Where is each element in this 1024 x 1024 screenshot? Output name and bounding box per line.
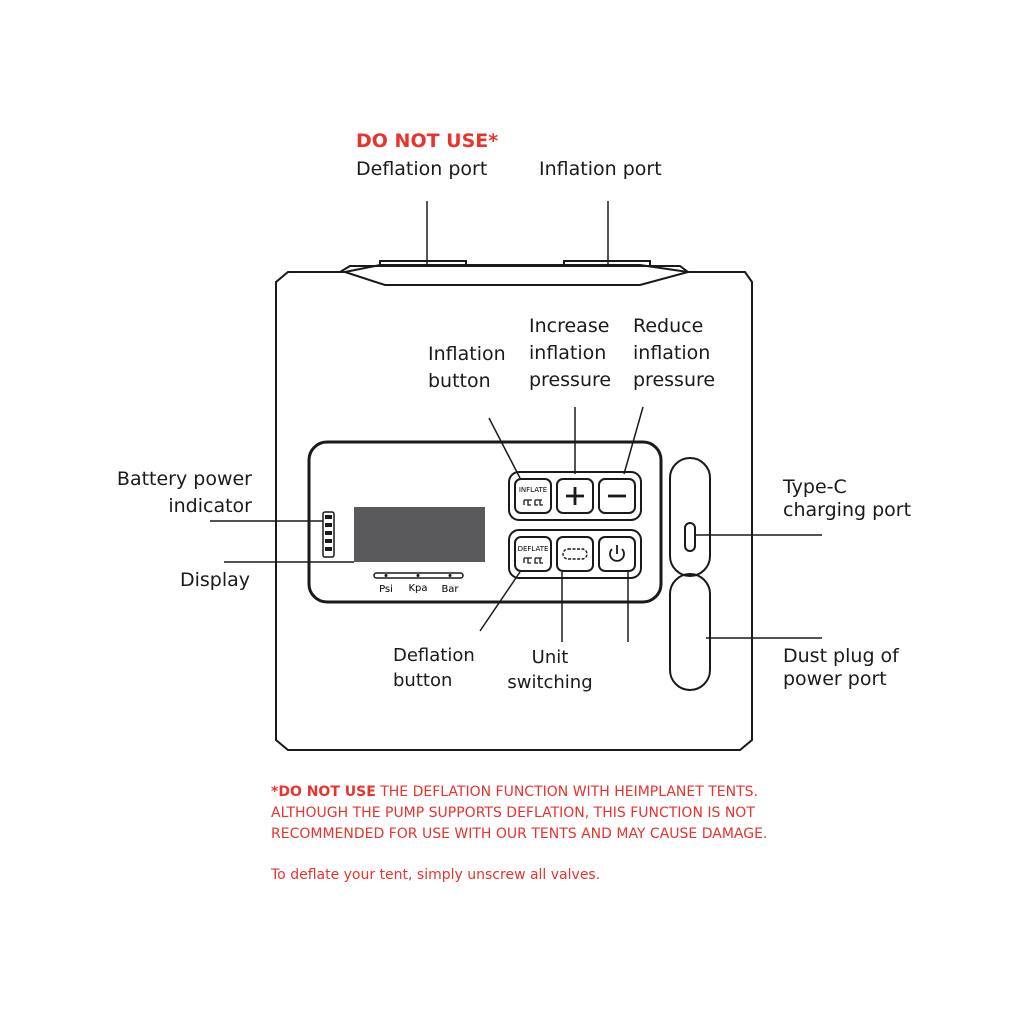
unit-psi-label: Psi <box>379 584 393 595</box>
reduce-pressure-button[interactable] <box>598 478 636 514</box>
unit-kpa-label: Kpa <box>408 583 427 594</box>
typec-port[interactable] <box>684 522 696 552</box>
note-line1: THE DEFLATION FUNCTION WITH HEIMPLANET T… <box>375 784 758 800</box>
increase-pressure-button[interactable] <box>556 478 594 514</box>
display-screen <box>354 507 485 562</box>
unit-dot-kpa <box>416 574 420 577</box>
deflation-port-label: Deflation port <box>356 158 488 180</box>
power-button[interactable] <box>598 536 636 572</box>
typec-port-cover <box>669 457 711 577</box>
deflation-port-warning: DO NOT USE* <box>356 130 499 152</box>
deflate-button[interactable]: DEFLATE <box>514 536 552 572</box>
inflate-icon <box>523 499 543 506</box>
dust-plug[interactable] <box>669 573 711 691</box>
dust-plug-label: Dust plug of power port <box>783 645 899 690</box>
deflation-port <box>379 260 467 267</box>
leader-lines <box>210 201 822 642</box>
unit-scale-bar <box>373 572 464 579</box>
display-label: Display <box>180 569 251 591</box>
typec-port-label: Type-C charging port <box>783 476 912 521</box>
unit-switching-label: Unit switching <box>507 647 593 693</box>
plus-icon <box>566 487 584 505</box>
increase-pressure-label: Increase inflation pressure <box>529 315 612 391</box>
note-line2: ALTHOUGH THE PUMP SUPPORTS DEFLATION, TH… <box>271 805 755 821</box>
lower-button-group <box>508 529 642 579</box>
pump-top-ridge <box>339 265 689 286</box>
inflate-key-label: INFLATE <box>519 486 547 494</box>
note-bold: *DO NOT USE <box>271 784 376 800</box>
reduce-pressure-label: Reduce inflation pressure <box>633 315 716 391</box>
unit-switching-button[interactable] <box>556 536 594 572</box>
power-icon <box>609 545 625 562</box>
inflation-button-label: Inflation button <box>428 343 506 392</box>
inflation-port-label: Inflation port <box>539 158 662 180</box>
deflate-icon <box>523 557 543 564</box>
inflate-button[interactable]: INFLATE <box>514 478 552 514</box>
battery-indicator-label: Battery power indicator <box>116 468 252 517</box>
unit-switch-icon <box>562 548 588 560</box>
deflation-button-label: Deflation button <box>393 645 475 691</box>
warning-note: *DO NOT USE THE DEFLATION FUNCTION WITH … <box>271 782 891 886</box>
unit-dot-bar <box>448 574 452 577</box>
unit-dot-psi <box>384 574 388 577</box>
note-line3: RECOMMENDED FOR USE WITH OUR TENTS AND M… <box>271 826 768 842</box>
note-line4: To deflate your tent, simply unscrew all… <box>271 867 601 883</box>
deflate-key-label: DEFLATE <box>518 545 549 553</box>
inflation-port <box>563 260 651 267</box>
battery-indicator <box>322 511 335 558</box>
unit-bar-label: Bar <box>441 584 459 595</box>
control-panel <box>307 440 663 604</box>
